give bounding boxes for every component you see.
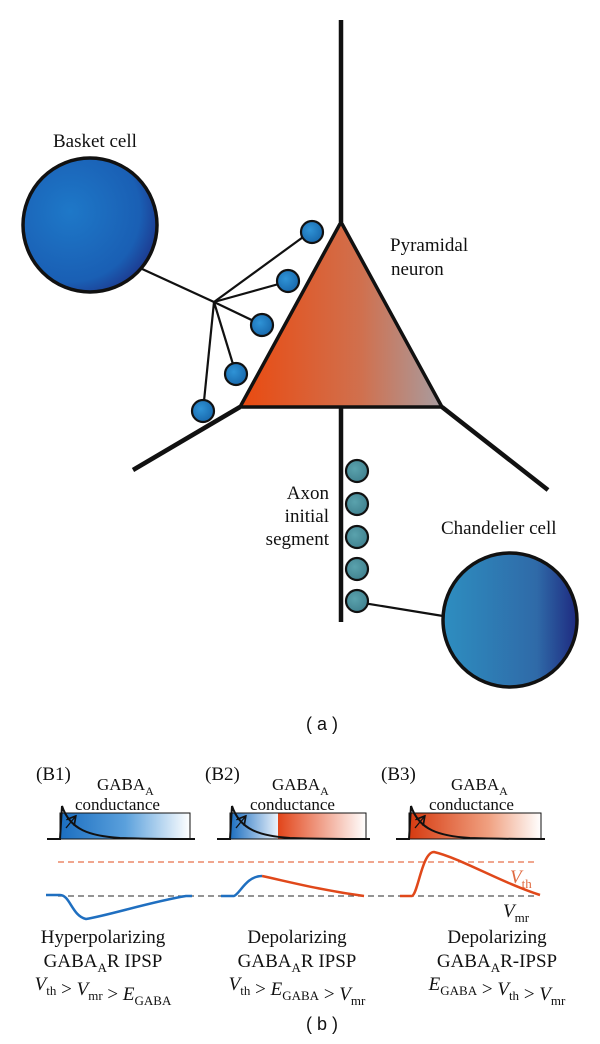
basket-cell-soma (21, 156, 159, 294)
b2-description: Depolarizing GABAAR IPSP Vth > EGABA > V… (229, 927, 366, 1008)
b2-id: (B2) (205, 764, 240, 785)
ais-bouton (344, 588, 370, 614)
b3-conductance-trace (396, 805, 546, 840)
b2-line2: GABAAR IPSP (238, 951, 357, 975)
bouton (299, 219, 325, 245)
b2-hco3-arrow (235, 817, 245, 829)
b2-conductance-plot (217, 805, 371, 840)
b1-line2: GABAAR IPSP (44, 951, 163, 975)
b2-gaba-label: GABAA (272, 775, 329, 798)
caption-a: ( a ) (306, 714, 338, 734)
ais-bouton (344, 491, 370, 517)
basket-boutons (190, 219, 325, 424)
ais-bouton (344, 524, 370, 550)
basket-axon-branches (139, 231, 311, 412)
b3-conductance-plot (396, 805, 546, 840)
b3-gaba-label: GABAA (451, 775, 508, 798)
pyramidal-label-line2: neuron (391, 259, 444, 280)
b1-gaba-label: GABAA (97, 775, 154, 798)
b2-ipsp-trace-decay (261, 874, 365, 898)
b1-hco3-arrow (65, 817, 75, 829)
bouton (190, 398, 216, 424)
b3-hco3-arrow (414, 817, 424, 829)
b3-conductance-fill (408, 812, 542, 840)
caption-b: ( b ) (306, 1014, 338, 1034)
b1-id: (B1) (36, 764, 71, 785)
b2-conductance-label: conductance (250, 795, 335, 814)
panel-a: Basket cell Pyramidal neuron Axon initia… (21, 20, 579, 734)
ais-bouton (344, 458, 370, 484)
pyramidal-label-line1: Pyramidal (390, 235, 468, 256)
axon-label-line2: initial (285, 506, 329, 527)
b1-conductance-label: conductance (75, 795, 160, 814)
b1-ipsp-trace (46, 893, 192, 921)
b3-conductance-label: conductance (429, 795, 514, 814)
vth-label: Vth (510, 867, 532, 891)
bouton (223, 361, 249, 387)
b1-conductance-trace (47, 805, 196, 840)
ais-boutons (344, 458, 370, 614)
b3-description: Depolarizing GABAAR-IPSP EGABA > Vth > V… (428, 927, 566, 1008)
ais-bouton (344, 556, 370, 582)
b2-ipsp-trace-rise (221, 874, 263, 898)
b1-conductance-plot (47, 805, 196, 840)
basal-dendrite-left (131, 405, 242, 472)
bouton (249, 312, 275, 338)
b3-line1: Depolarizing (447, 927, 547, 948)
panel-b: (B1) (B2) (B3) GABAA conductance GABAA c… (35, 764, 566, 1034)
b3-ineq: EGABA > Vth > Vmr (428, 974, 566, 1008)
b3-ipsp-trace (400, 850, 541, 898)
chandelier-cell-label: Chandelier cell (441, 518, 557, 539)
b1-ineq: Vth > Vmr > EGABA (35, 974, 172, 1008)
b2-conductance-fill-red (278, 813, 366, 839)
chandelier-axon (356, 600, 444, 618)
b3-line2: GABAAR-IPSP (437, 951, 557, 975)
b1-description: Hyperpolarizing GABAAR IPSP Vth > Vmr > … (35, 927, 172, 1008)
basket-cell-label: Basket cell (53, 131, 137, 152)
basal-dendrite-right (440, 405, 550, 492)
bouton (275, 268, 301, 294)
axon-label-line3: segment (266, 529, 330, 550)
b1-conductance-fill (59, 812, 191, 840)
axon-label-line1: Axon (287, 483, 330, 504)
b3-id: (B3) (381, 764, 416, 785)
b2-conductance-trace (217, 805, 371, 840)
chandelier-cell-soma (441, 551, 579, 689)
vmr-label: Vmr (503, 901, 530, 925)
b1-line1: Hyperpolarizing (41, 927, 166, 948)
b2-ineq: Vth > EGABA > Vmr (229, 974, 366, 1008)
b2-line1: Depolarizing (247, 927, 347, 948)
pyramidal-soma (238, 220, 444, 409)
